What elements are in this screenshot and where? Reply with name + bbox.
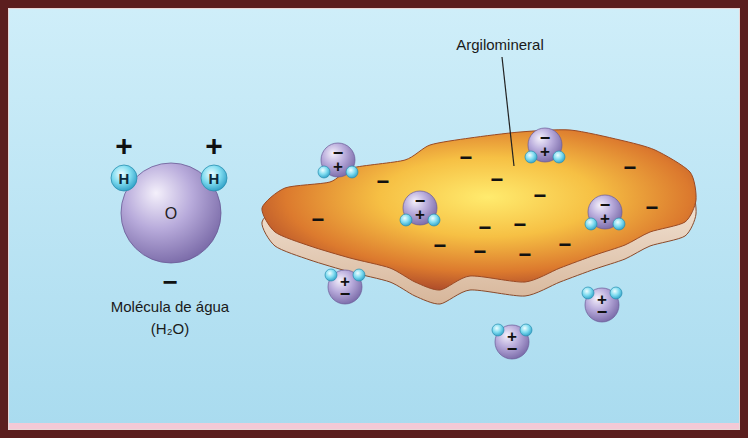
charge-sign: − [507,339,518,359]
hydrogen-sphere [520,324,532,336]
text-holder: + [600,210,610,227]
text-holder: − [514,214,527,236]
water-dipole: −+ [588,195,622,229]
text-holder: Argilomineral [456,36,544,54]
caption-label: Molécula de água (H₂O) [111,298,229,337]
atom-symbol: H [209,170,220,187]
hydrogen-sphere [400,214,412,226]
atom-symbol: H [119,170,130,187]
charge-sign: − [340,284,351,304]
hydrogen-sphere [353,269,365,281]
charge-sign: − [162,267,177,297]
charge-sign: − [534,183,547,208]
hydrogen-atom: +H [201,165,227,191]
charge-sign: + [600,209,610,228]
text-holder: + [205,131,223,161]
text-holder: − [460,147,473,169]
text-holder: − [474,241,487,263]
water-dipole: −+ [403,191,437,225]
clay-surface [262,130,696,290]
hydrogen-atom: +H [111,165,137,191]
charge-sign: + [540,142,550,161]
hydrogen-sphere [318,166,330,178]
text-holder: − [479,217,492,239]
hydrogen-sphere [111,165,137,191]
water-dipole: +− [495,325,529,359]
hydrogen-sphere [492,324,504,336]
charge-sign: + [205,129,223,162]
text-holder: − [597,303,608,321]
text-holder: − [534,185,547,207]
hydrogen-sphere [585,218,597,230]
text-holder: − [491,169,504,191]
text-holder: + [333,158,343,175]
charge-sign: + [415,205,425,224]
text-holder: H [119,171,130,187]
text-holder: + [115,131,133,161]
text-holder: − [519,244,532,266]
text-holder: − [340,285,351,303]
charge-sign: − [479,215,492,240]
text-holder: + [415,206,425,223]
text-holder: + [540,143,550,160]
text-holder: − [377,171,390,193]
leader-line [502,57,514,166]
charge-sign: − [624,155,637,180]
inner-border [9,9,740,430]
charge-sign: − [474,239,487,264]
charge-sign: − [491,167,504,192]
charge-sign: − [377,169,390,194]
text-holder: H [209,171,220,187]
text-holder: − [624,157,637,179]
bottom-strip [8,423,740,430]
part-label: Argilomineral [456,36,544,53]
hydrogen-sphere [201,165,227,191]
text-holder: Molécula de água (H₂O) [100,296,240,339]
oxygen-sphere [121,163,221,263]
text-holder: − [434,235,447,257]
water-dipole: −+ [528,128,562,162]
text-holder: − [646,197,659,219]
water-dipole: −+ [321,143,355,177]
hydrogen-sphere [582,287,594,299]
water-ground [8,8,740,430]
charge-sign: − [646,195,659,220]
hydrogen-sphere [428,214,440,226]
text-holder: − [507,340,518,358]
text-holder: − [312,209,325,231]
hydrogen-sphere [325,269,337,281]
charge-sign: + [115,129,133,162]
charge-sign: − [312,207,325,232]
hydrogen-sphere [610,287,622,299]
charge-sign: + [333,157,343,176]
charge-sign: − [434,233,447,258]
hydrogen-sphere [553,151,565,163]
text-holder: − [162,269,177,295]
water-dipole: +− [328,270,362,304]
hydrogen-sphere [613,218,625,230]
water-dipole: +− [585,288,619,322]
hydrogen-sphere [525,151,537,163]
hydrogen-sphere [346,166,358,178]
atom-symbol: O [165,205,177,222]
charge-sign: − [460,145,473,170]
charge-sign: − [597,302,608,322]
text-holder: O [165,206,177,222]
charge-sign: − [519,242,532,267]
charge-sign: − [514,212,527,237]
text-holder: − [559,234,572,256]
charge-sign: − [559,232,572,257]
